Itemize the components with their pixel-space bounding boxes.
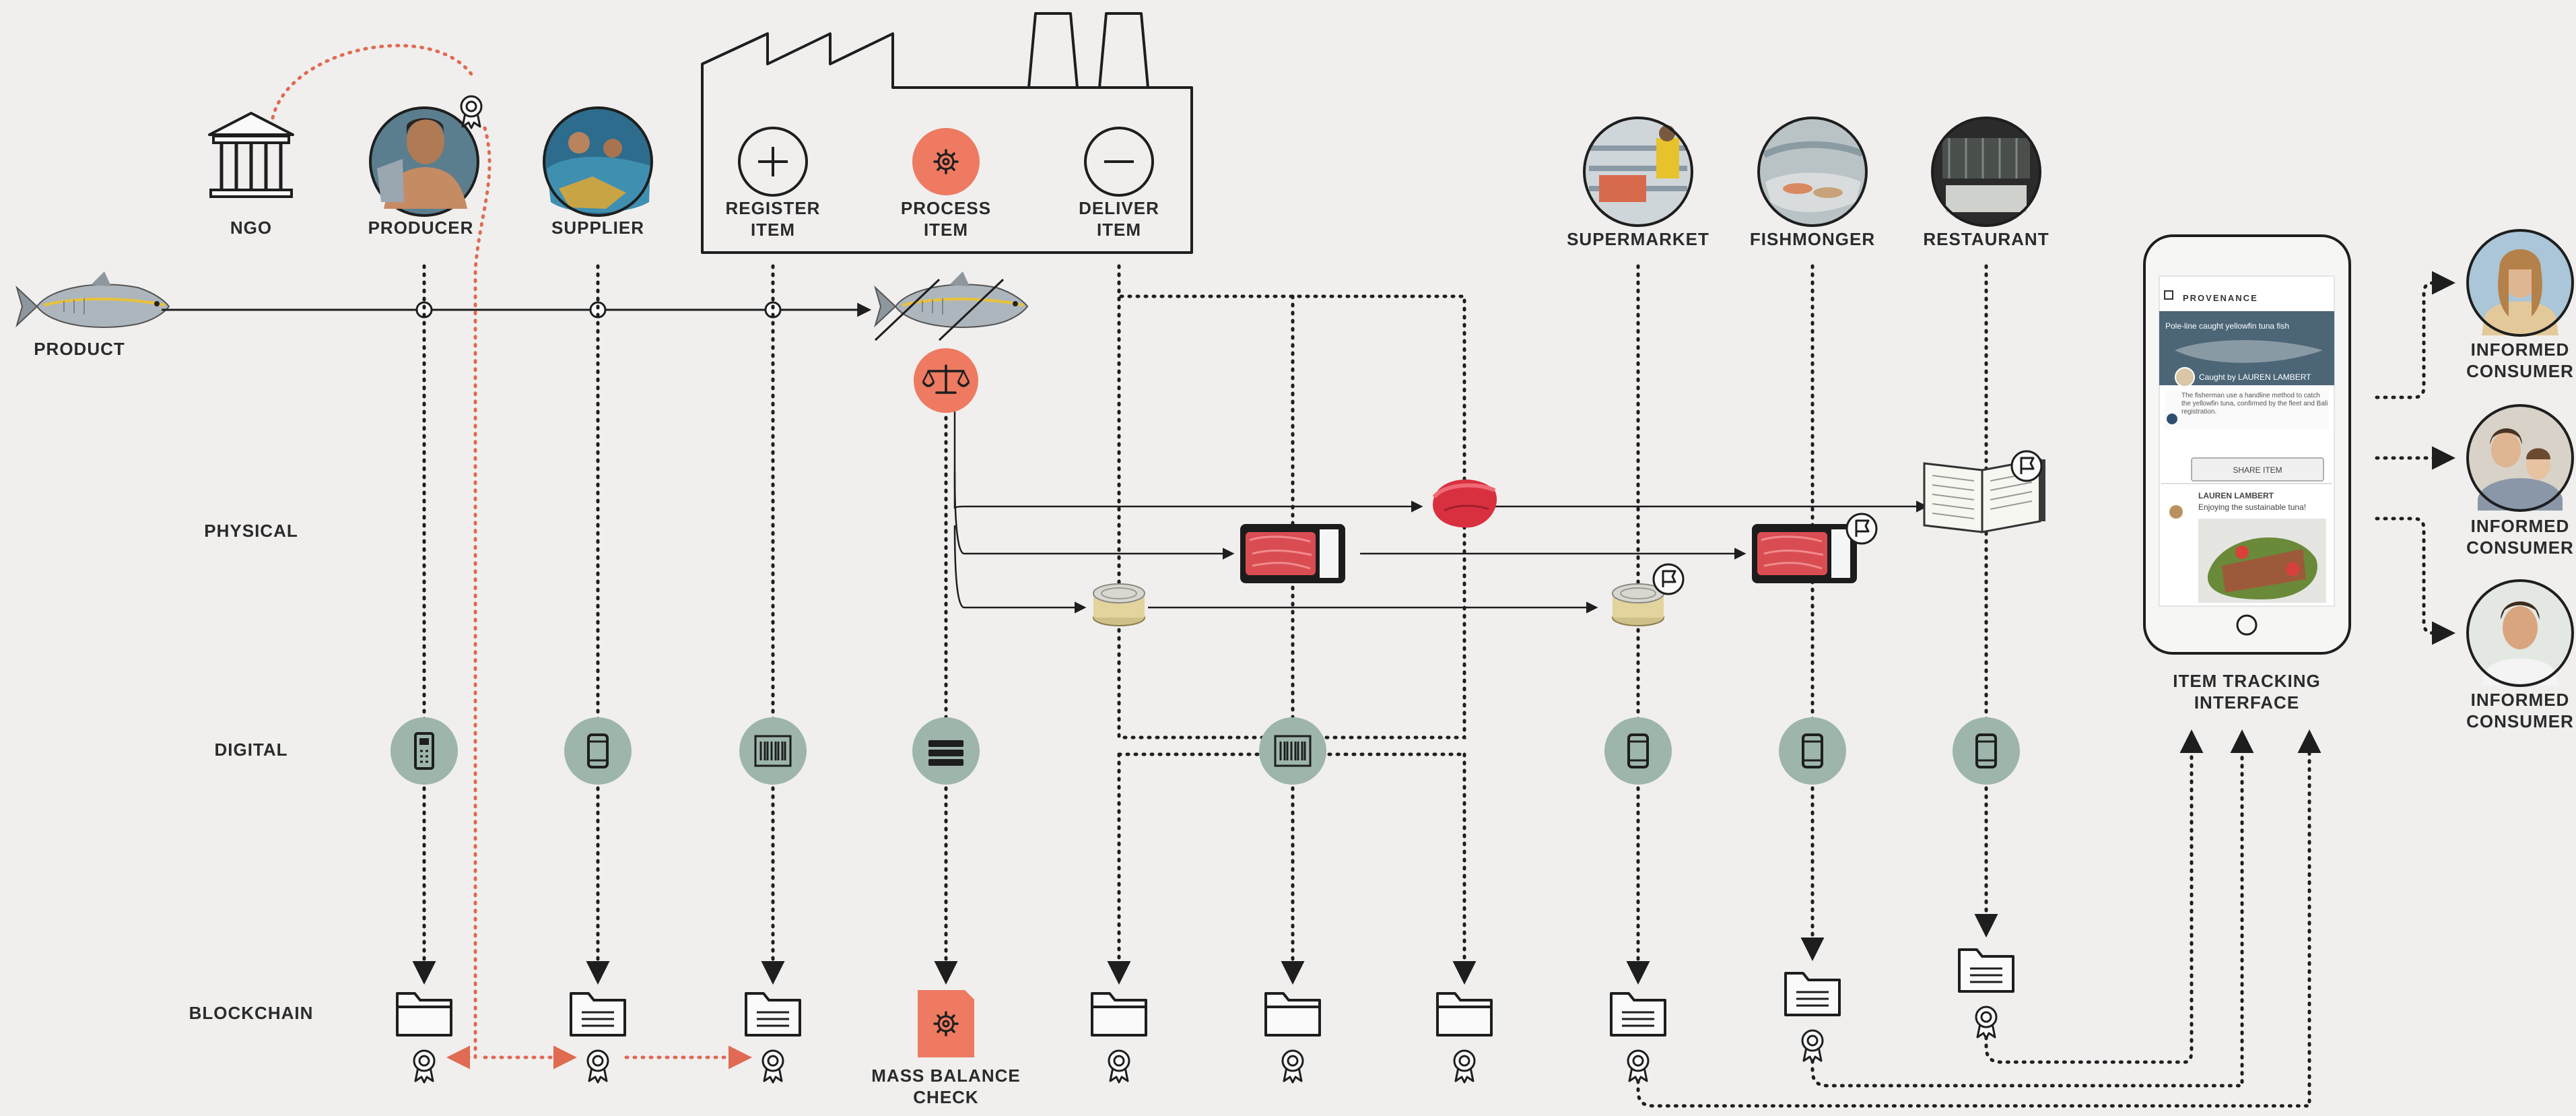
supermarket-avatar [1583, 117, 1693, 227]
restaurant-avatar [1931, 117, 2041, 227]
ngo-certification-arc [271, 44, 473, 120]
restaurant-menu-flag-icon [2010, 450, 2043, 482]
deliver-item-label-line2: ITEM [1097, 220, 1141, 240]
producer-label: PRODUCER [368, 218, 474, 238]
process-item-label-line2: ITEM [924, 220, 968, 240]
fishmonger-folder-icon [1784, 972, 1841, 1016]
mass-balance-label-line1: MASS BALANCE [871, 1065, 1020, 1086]
consumer-1-label-line1: INFORMED [2471, 339, 2570, 360]
certification-flow [446, 126, 752, 1070]
phone-item-title: Pole-line caught yellowfin tuna fish [2165, 321, 2289, 331]
consumer-1-avatar [2466, 229, 2574, 337]
consumer-2-label-line2: CONSUMER [2466, 537, 2574, 558]
item-tracking-phone: PROVENANCE Pole-line caught yellowfin tu… [2143, 234, 2351, 655]
phone-comment: Enjoying the sustainable tuna! [2198, 502, 2306, 512]
restaurant-folder-icon [1958, 948, 2014, 993]
consumer-1-label-line2: CONSUMER [2466, 361, 2574, 381]
fishmonger-packaged-tuna-image [1751, 523, 1858, 585]
supermarket-block-certificate-icon [1627, 1049, 1650, 1084]
deliver-folder-2-icon [1264, 992, 1321, 1037]
process-item-gear-icon [912, 128, 980, 195]
supermarket-label: SUPERMARKET [1567, 229, 1709, 249]
consumer-2-label-line1: INFORMED [2471, 516, 2570, 536]
interface-label-line1: ITEM TRACKING [2173, 671, 2321, 691]
supermarket-can-flag-icon [1652, 563, 1685, 595]
consumer-3-avatar [2466, 579, 2574, 687]
ngo-building-columns-icon [208, 112, 294, 198]
supplier-avatar [543, 106, 653, 217]
restaurant-block-certificate-icon [1975, 1006, 1998, 1040]
process-digital-database-icon [912, 717, 980, 785]
supermarket-folder-icon [1610, 992, 1666, 1037]
register-block-certificate-icon [761, 1049, 784, 1084]
register-item-label-line2: ITEM [751, 220, 795, 240]
fishmonger-pack-flag-icon [1845, 513, 1878, 545]
register-digital-barcode-icon [739, 717, 807, 785]
fishmonger-block-certificate-icon [1801, 1029, 1824, 1063]
consumer-3-label-line1: INFORMED [2471, 690, 2570, 710]
supermarket-can-image [1612, 583, 1664, 626]
deliver-folder-3-icon [1436, 992, 1493, 1037]
dotted-flow-lines [412, 264, 1998, 985]
phone-brand: PROVENANCE [2183, 293, 2258, 303]
mass-balance-document-icon [918, 990, 974, 1057]
restaurant-label: RESTAURANT [1923, 229, 2049, 249]
supplier-folder-icon [570, 992, 626, 1037]
blockchain-to-interface-lines [1636, 729, 2321, 1108]
producer-folder-icon [396, 992, 452, 1037]
deliver-certificate-2-icon [1281, 1049, 1304, 1084]
ngo-label: NGO [230, 218, 272, 238]
mass-balance-scale-icon [914, 348, 978, 413]
phone-item-story: The fisherman use a handline method to c… [2181, 392, 2328, 416]
restaurant-digital-smartphone-icon [1953, 717, 2020, 785]
producer-block-certificate-icon [413, 1049, 436, 1084]
blockchain-row-label: BLOCKCHAIN [189, 1003, 314, 1023]
fishmonger-digital-smartphone-icon [1779, 717, 1846, 785]
producer-certificate-icon [460, 95, 483, 129]
supplier-block-certificate-icon [586, 1049, 609, 1084]
physical-row-label: PHYSICAL [204, 521, 298, 541]
deliver-folder-1-icon [1091, 992, 1147, 1037]
phone-to-consumer-lines [2375, 271, 2455, 645]
producer-avatar [369, 106, 479, 217]
fishmonger-avatar [1757, 117, 1868, 227]
product-label: PRODUCT [34, 339, 125, 359]
deliver-item-minus-icon [1084, 127, 1154, 197]
tuna-can-image [1093, 583, 1145, 626]
fishmonger-label: FISHMONGER [1750, 229, 1875, 249]
producer-digital-mobile-icon [391, 717, 458, 785]
supplier-digital-smartphone-icon [564, 717, 632, 785]
deliver-digital-barcode-icon [1259, 717, 1326, 785]
packaged-tuna-image [1239, 523, 1347, 585]
phone-commenter: LAUREN LAMBERT [2198, 491, 2274, 500]
supermarket-digital-smartphone-icon [1604, 717, 1672, 785]
digital-row-label: DIGITAL [214, 740, 287, 760]
register-item-plus-icon [738, 127, 808, 197]
mass-balance-label-line2: CHECK [913, 1087, 978, 1107]
cut-tuna-image [874, 270, 1029, 341]
interface-label-line2: INTERFACE [2194, 692, 2299, 713]
deliver-certificate-3-icon [1453, 1049, 1476, 1084]
phone-share-button: SHARE ITEM [2233, 465, 2282, 475]
factory-outline [701, 12, 1193, 254]
consumer-3-label-line2: CONSUMER [2466, 711, 2574, 731]
register-item-label-line1: REGISTER [726, 198, 821, 218]
process-item-label-line1: PROCESS [901, 198, 991, 218]
supplier-label: SUPPLIER [551, 218, 644, 238]
tuna-fish-product-image [15, 270, 170, 329]
deliver-item-label-line1: DELIVER [1079, 198, 1159, 218]
deliver-certificate-1-icon [1108, 1049, 1130, 1084]
physical-flow-lines [953, 411, 1928, 614]
consumer-2-avatar [2466, 404, 2574, 512]
phone-maker: Caught by LAUREN LAMBERT [2199, 372, 2311, 382]
register-folder-icon [745, 992, 801, 1037]
tuna-steak-image [1432, 479, 1497, 528]
